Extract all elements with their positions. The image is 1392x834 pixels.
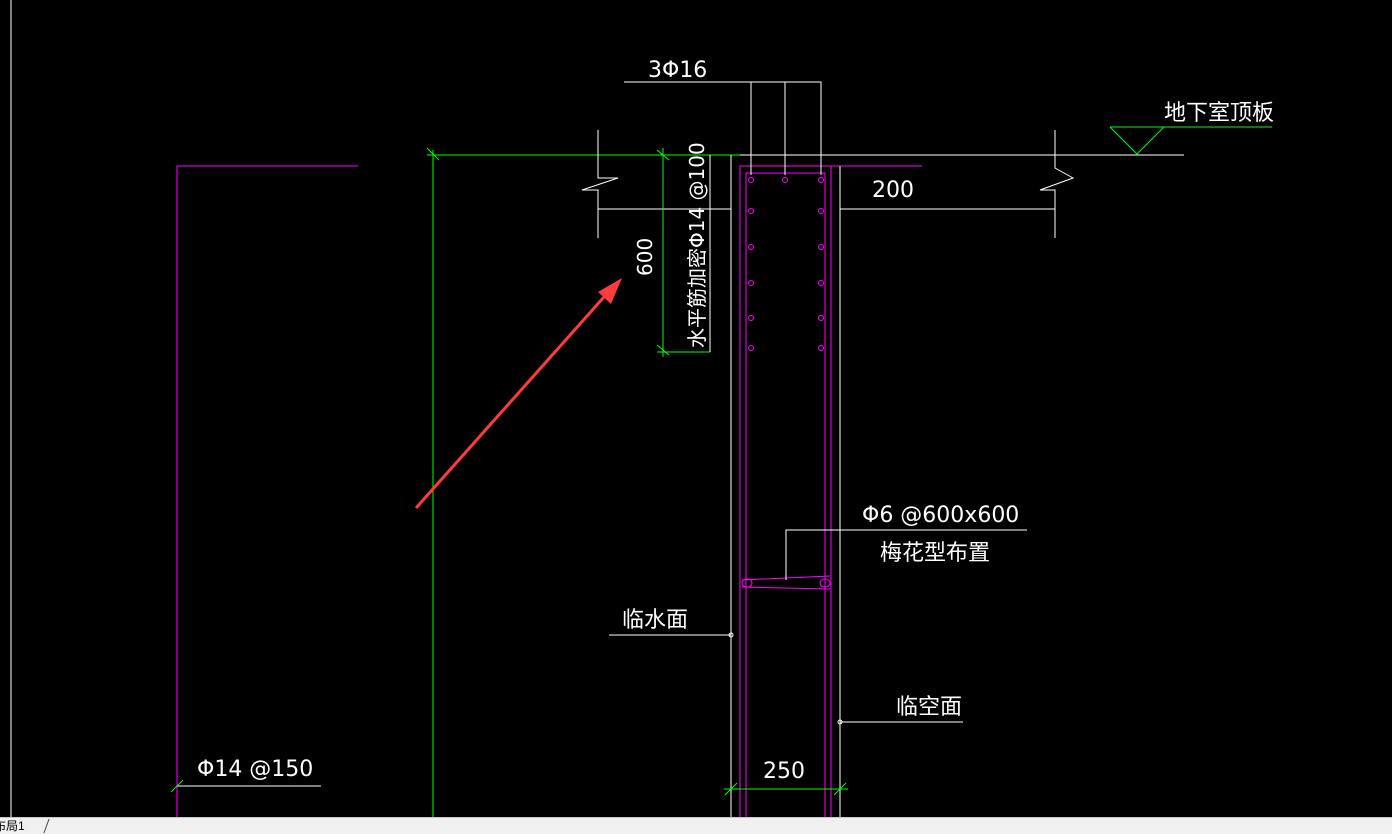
water-side-label: 临水面	[622, 608, 688, 633]
rebar-dot	[748, 244, 754, 250]
rebar-dot	[748, 315, 754, 321]
zone-height-label: 600	[633, 238, 657, 276]
layout-tab[interactable]: 布局1	[0, 819, 25, 833]
rebar-dots	[748, 177, 824, 351]
tie-bar-label: Φ6 @600x600	[862, 503, 1019, 528]
rebar-dot	[782, 177, 788, 183]
left-wall-rebar-label: Φ14 @150	[197, 757, 313, 782]
rebar-dot	[818, 315, 824, 321]
wall-thickness-label: 250	[763, 759, 805, 784]
annotation-arrowhead	[598, 278, 622, 304]
rebar-dot	[748, 177, 754, 183]
tie-layout-label: 梅花型布置	[880, 541, 990, 566]
rebar-dot	[818, 280, 824, 286]
rebar-dot	[748, 345, 754, 351]
rebar-dot	[818, 345, 824, 351]
top-stirrup	[745, 172, 826, 817]
slab-level-label: 地下室顶板	[1164, 101, 1274, 126]
wall-thickness-tick-right	[833, 782, 847, 796]
left-wall-rebar-tick	[170, 779, 184, 793]
tab-separator	[43, 819, 50, 833]
added-rebar-label: 水平筋加密Φ14 @100	[685, 142, 709, 348]
zone-dimension-tick-bottom	[656, 344, 670, 356]
water-side-point	[728, 632, 734, 638]
annotation-arrow-line	[414, 287, 614, 509]
cad-drawing-canvas[interactable]: 3Φ16 地下室顶板 200 600 水平筋加密Φ14 @100 Φ6 @600…	[0, 0, 1392, 817]
level-triangle	[1109, 126, 1165, 155]
rebar-dot	[748, 208, 754, 214]
dimension-tick	[426, 147, 440, 161]
air-side-point	[837, 719, 843, 725]
rebar-dot	[818, 177, 824, 183]
air-side-label: 临空面	[896, 695, 962, 720]
top-rebar-label: 3Φ16	[648, 58, 707, 83]
zone-dimension-tick-top	[656, 149, 670, 161]
wall-thickness-tick-left	[724, 782, 738, 796]
break-line-right	[1039, 130, 1075, 238]
left-wall-outline	[176, 165, 358, 817]
rebar-dot	[818, 244, 824, 250]
slab-thickness-label: 200	[872, 178, 914, 203]
top-rebar-leader	[624, 81, 822, 175]
layout-tab-bar: 布局1	[0, 817, 1392, 834]
break-line-left	[581, 130, 619, 238]
tie-bar-leader	[785, 529, 1027, 580]
rebar-dot	[748, 280, 754, 286]
rebar-dot	[818, 208, 824, 214]
